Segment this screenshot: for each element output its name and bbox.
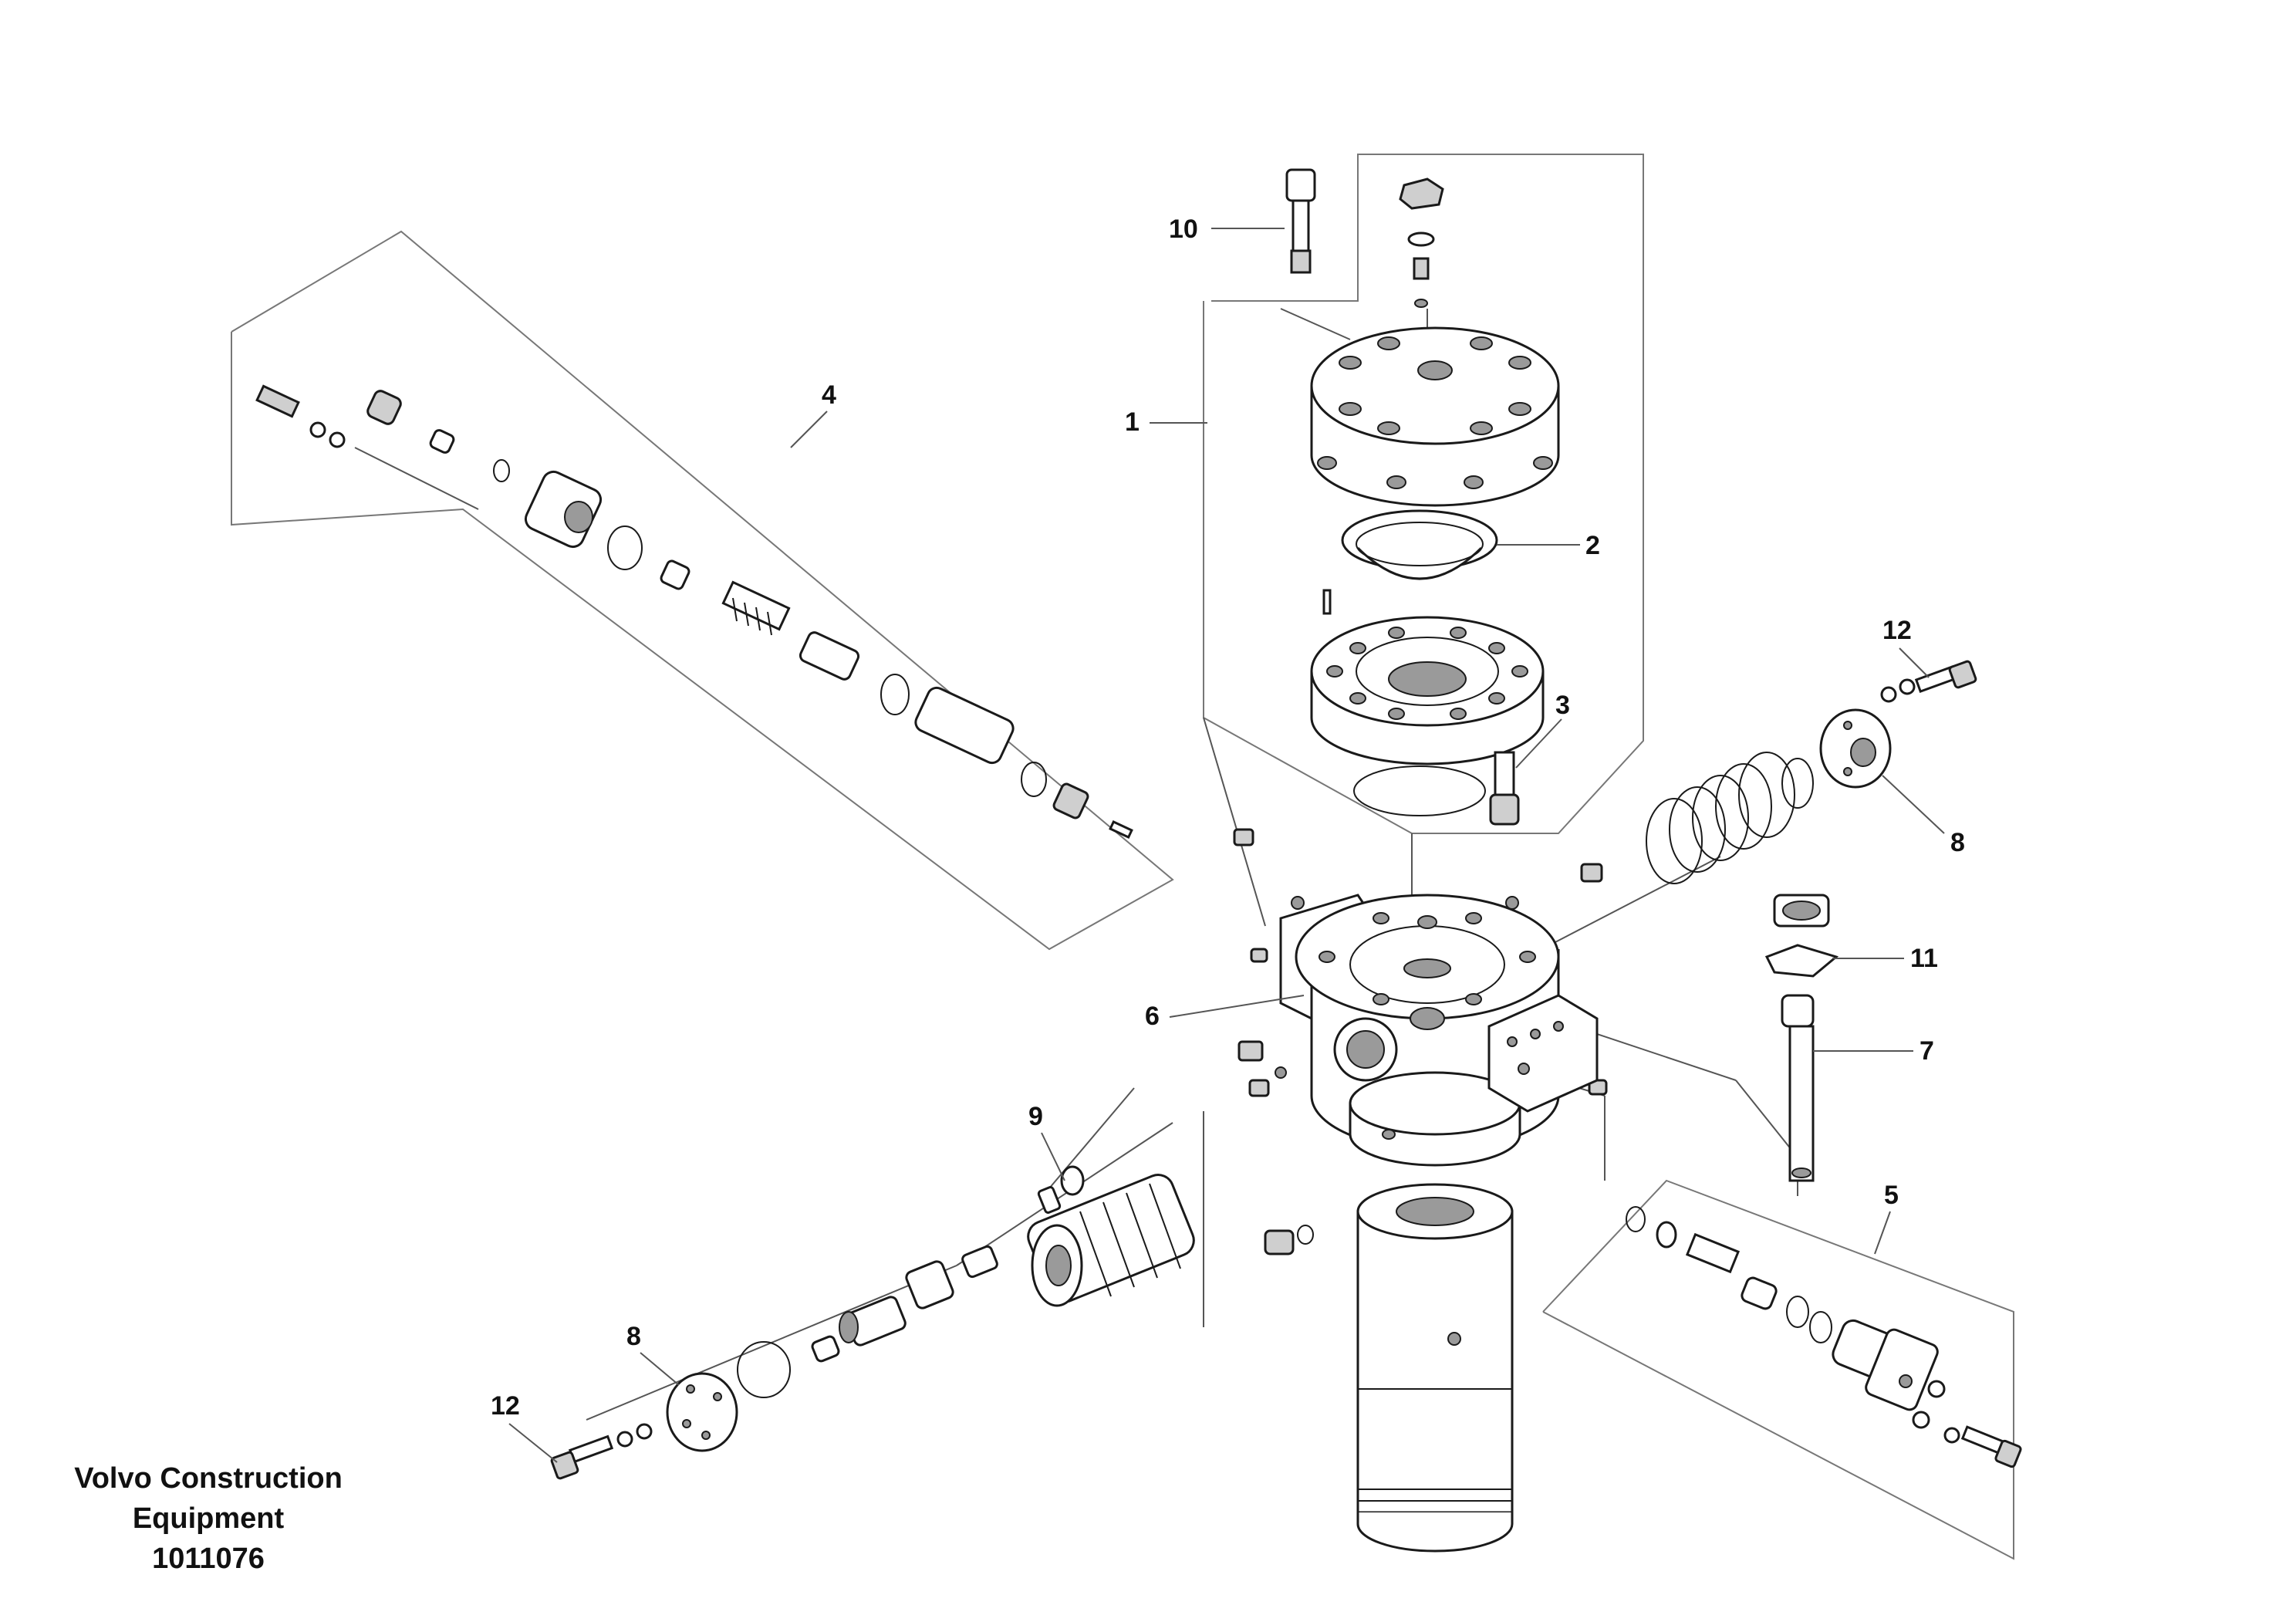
callout-4: 4 (822, 380, 836, 410)
part-1-cover (1310, 326, 1560, 507)
part-8-cover-left (666, 1372, 738, 1452)
part-7-shaft (1781, 994, 1815, 1182)
callout-3: 3 (1555, 691, 1570, 720)
left-spool-parts (737, 1245, 998, 1398)
callout-12-right: 12 (1882, 616, 1912, 645)
publisher-caption: Volvo Construction Equipment 1011076 (31, 1458, 386, 1579)
large-o-ring (1353, 765, 1486, 816)
callout-12-left: 12 (491, 1391, 520, 1421)
caption-line-3: 1011076 (152, 1543, 265, 1575)
callout-1: 1 (1125, 407, 1140, 437)
part-12-bolt-right (1880, 660, 1977, 703)
callout-8-left: 8 (626, 1322, 641, 1351)
bottom-cylinder (1356, 1183, 1514, 1553)
callout-7: 7 (1920, 1036, 1934, 1066)
callout-5: 5 (1884, 1181, 1899, 1210)
large-spring-right (1646, 752, 1814, 884)
part-8-cover-right (1819, 708, 1892, 789)
caption-line-1: Volvo Construction (74, 1462, 343, 1495)
callout-10: 10 (1169, 215, 1198, 244)
group-frame-4 (231, 230, 1174, 951)
part-2-seal-cup (1341, 509, 1498, 580)
caption-line-2: Equipment (132, 1502, 285, 1535)
port-plate (1310, 589, 1545, 765)
part-3-screw (1489, 751, 1520, 826)
callout-11: 11 (1910, 944, 1938, 973)
housing-fittings (1233, 828, 1608, 1255)
part-12-bolt-left (550, 1423, 653, 1480)
part-11-bearing-and-plate (1764, 894, 1839, 978)
top-plug-set (1399, 177, 1444, 308)
callout-2: 2 (1585, 531, 1600, 560)
side-valve-block (1487, 994, 1599, 1113)
callout-8-right: 8 (1950, 828, 1965, 857)
callout-labels: 1 2 3 4 5 6 7 8 8 9 10 11 12 12 (491, 215, 1965, 1463)
callout-9: 9 (1028, 1102, 1043, 1131)
callout-6: 6 (1145, 1002, 1160, 1031)
part-5-valve-group (1626, 1206, 2022, 1468)
part-10-cap-screw (1285, 168, 1316, 274)
group-frame-5 (1542, 1179, 2014, 1560)
part-9-spool-assembly (1027, 1165, 1195, 1307)
group-frame-1 (1203, 154, 1644, 834)
part-6-housing (1279, 894, 1560, 1167)
part-4-valve-assembly (255, 384, 1133, 840)
